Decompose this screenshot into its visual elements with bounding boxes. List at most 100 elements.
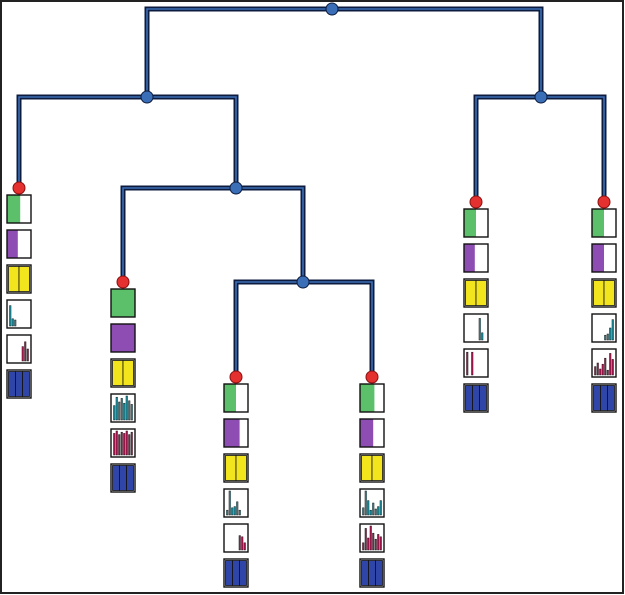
teal-bar — [374, 508, 377, 516]
leaf-glyph-column — [591, 208, 617, 413]
tree-edge — [235, 281, 303, 377]
teal-bar — [9, 305, 12, 327]
magenta-bar — [379, 536, 382, 551]
yellow-bars-glyph — [359, 453, 385, 483]
purple-fill — [7, 230, 18, 258]
glyph-border — [591, 348, 617, 378]
tree-edge — [332, 8, 542, 97]
teal-bar — [377, 506, 380, 516]
purple-fill — [111, 324, 135, 352]
magenta-bar — [26, 348, 29, 362]
glyph-border — [591, 383, 617, 413]
blue-bar — [361, 560, 369, 586]
leaf-glyph-column — [463, 208, 489, 413]
purple-fill-glyph — [6, 229, 32, 259]
teal-bar — [236, 501, 239, 516]
teal-histogram-glyph — [591, 313, 617, 343]
teal-bar — [478, 318, 481, 341]
green-fill-glyph — [591, 208, 617, 238]
blue-bar — [465, 385, 473, 411]
magenta-bar — [130, 431, 133, 456]
blue-bar — [375, 560, 383, 586]
magenta-bar — [128, 434, 131, 456]
leaf-node — [469, 195, 483, 209]
blue-bar — [368, 560, 376, 586]
tree-edge — [146, 8, 332, 97]
tree-edge — [303, 281, 373, 377]
teal-bar — [120, 398, 123, 421]
glyph-border — [223, 523, 249, 553]
yellow-bar — [8, 266, 20, 292]
blue-bar — [472, 385, 480, 411]
glyph-border — [359, 488, 385, 518]
magenta-bar — [120, 431, 123, 456]
yellow-bars-glyph — [6, 264, 32, 294]
green-fill — [360, 384, 375, 412]
teal-bar — [481, 332, 484, 341]
purple-fill-glyph — [223, 418, 249, 448]
teal-bar — [369, 509, 372, 516]
tree-edge — [475, 96, 541, 202]
magenta-bar — [238, 535, 241, 551]
purple-fill — [224, 419, 240, 447]
tree-edges — [16, 6, 607, 377]
magenta-bar — [606, 369, 609, 376]
teal-bar — [364, 490, 367, 516]
teal-bar — [606, 333, 609, 341]
blue-bar — [8, 371, 16, 397]
glyph-border — [110, 323, 136, 353]
glyph-border — [463, 208, 489, 238]
magenta-bar — [594, 366, 597, 376]
magenta-histogram-glyph — [463, 348, 489, 378]
magenta-bar — [471, 351, 474, 376]
glyph-border — [359, 383, 385, 413]
blue-bar — [15, 371, 23, 397]
leaf-node — [229, 370, 243, 384]
glyph-border — [6, 334, 32, 364]
glyph-border — [6, 194, 32, 224]
leaf-glyph-columns — [6, 194, 617, 588]
yellow-bar — [361, 455, 373, 481]
glyph-border — [463, 243, 489, 273]
magenta-bar — [123, 433, 126, 456]
purple-fill — [592, 244, 604, 272]
teal-bar — [231, 507, 234, 516]
glyph-border — [110, 463, 136, 493]
yellow-bars-glyph — [110, 358, 136, 388]
teal-histogram-glyph — [359, 488, 385, 518]
blue-bar — [119, 465, 127, 491]
teal-bar — [611, 319, 614, 341]
magenta-bar — [243, 542, 246, 551]
magenta-histogram-glyph — [110, 428, 136, 458]
internal-node — [229, 181, 243, 195]
internal-node — [534, 90, 548, 104]
blue-bars-glyph — [463, 383, 489, 413]
yellow-bars-glyph — [223, 453, 249, 483]
teal-histogram-glyph — [223, 488, 249, 518]
magenta-bar — [377, 534, 380, 551]
teal-bar — [123, 402, 126, 421]
glyph-border — [359, 523, 385, 553]
internal-node — [296, 275, 310, 289]
blue-bars-glyph — [591, 383, 617, 413]
magenta-histogram-glyph — [591, 348, 617, 378]
teal-histogram-glyph — [6, 299, 32, 329]
leaf-node — [12, 181, 26, 195]
tree-edge — [236, 187, 304, 282]
magenta-bar — [125, 430, 128, 456]
glyph-border — [463, 313, 489, 343]
magenta-bar — [24, 341, 27, 362]
teal-bar — [118, 401, 121, 421]
magenta-bar — [21, 346, 24, 362]
blue-bar — [232, 560, 240, 586]
leaf-node — [365, 370, 379, 384]
glyph-border — [591, 278, 617, 308]
magenta-bar — [609, 353, 612, 376]
glyph-border — [223, 453, 249, 483]
green-fill — [224, 384, 236, 412]
blue-bars-glyph — [223, 558, 249, 588]
purple-fill-glyph — [591, 243, 617, 273]
teal-bar — [609, 327, 612, 341]
glyph-border — [6, 264, 32, 294]
teal-bar — [372, 502, 375, 516]
